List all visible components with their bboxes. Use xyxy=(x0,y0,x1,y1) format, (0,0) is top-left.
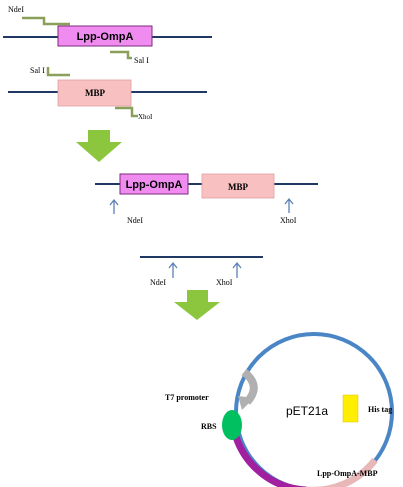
his-tag-label: His tag xyxy=(368,405,392,414)
plasmid-name: pET21a xyxy=(286,404,328,418)
his-tag-marker xyxy=(342,394,359,423)
mbp-label-1: MBP xyxy=(85,88,105,98)
step1-ndei-label: NdeI xyxy=(8,5,24,14)
t7-promoter-label: T7 promoter xyxy=(165,393,209,402)
lpp-ompa-box-fusion xyxy=(119,173,189,195)
lpp-ompa-label-fusion: Lpp-OmpA xyxy=(126,179,183,191)
lpp-ompa-box-1 xyxy=(57,25,153,47)
mbp-segment xyxy=(306,457,378,487)
mbp-label-fusion: MBP xyxy=(228,182,248,192)
vector-fragment: NdeI XhoI xyxy=(140,256,263,287)
reverse-primer-1 xyxy=(110,50,132,60)
fusion-construct: Lpp-OmpA MBP NdeI XhoI xyxy=(95,173,318,225)
mbp-box-fusion xyxy=(201,173,275,199)
process-arrow-1 xyxy=(76,130,122,162)
insert-label: Lpp-OmpA-MBP xyxy=(317,469,378,478)
step2-xhoi-label: XhoI xyxy=(138,113,153,121)
mbp-box-1 xyxy=(57,79,132,107)
vector-xhoi-label: XhoI xyxy=(216,278,233,287)
rbs-marker xyxy=(222,410,242,440)
rbs-label: RBS xyxy=(201,422,217,431)
lpp-ompa-label-1: Lpp-OmpA xyxy=(77,31,134,43)
step2-sali-label: Sal I xyxy=(30,66,45,75)
forward-primer-2 xyxy=(46,67,70,77)
step2-fragment: Sal I MBP XhoI xyxy=(8,66,207,121)
fusion-ndei-label: NdeI xyxy=(127,216,143,225)
forward-primer-1 xyxy=(22,16,70,26)
step1-sali-label: Sal I xyxy=(134,56,149,65)
reverse-primer-2 xyxy=(115,106,138,118)
step1-fragment: NdeI Lpp-OmpA Sal I xyxy=(3,5,212,65)
plasmid-map: pET21a T7 promoter RBS His tag Lpp-OmpA-… xyxy=(165,332,394,487)
lpp-ompa-segment xyxy=(232,435,307,487)
fusion-xhoi-label: XhoI xyxy=(280,216,297,225)
vector-ndei-label: NdeI xyxy=(150,278,166,287)
process-arrow-2 xyxy=(174,290,220,320)
